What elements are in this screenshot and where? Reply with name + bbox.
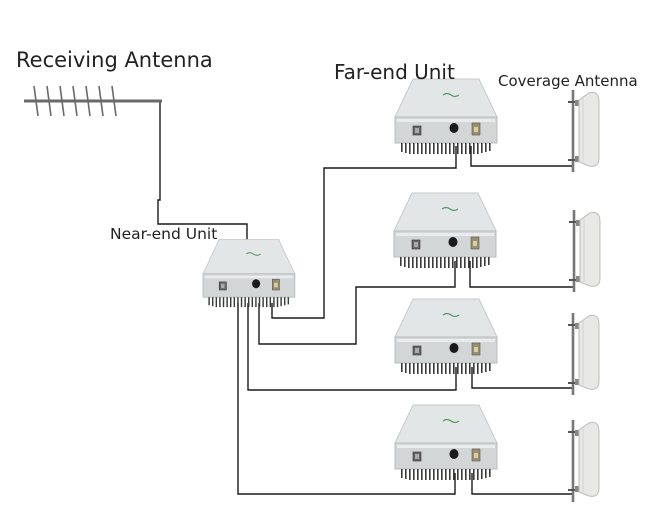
coverage-antenna-4-icon: [567, 419, 600, 503]
cable-near-end-to-far-end-2: [258, 261, 456, 345]
cable-near-end-to-far-end-3: [247, 303, 457, 391]
coverage-antenna-2-icon: [568, 209, 601, 293]
near-end-unit-label: Near-end Unit: [110, 225, 218, 243]
far-end-unit-label: Far-end Unit: [334, 60, 455, 84]
coverage-antenna-label: Coverage Antenna: [498, 72, 638, 90]
cable-far-end-4-to-coverage: [471, 473, 573, 495]
receiving-antenna-icon: [24, 85, 162, 117]
far-end-unit-1-icon: [394, 78, 498, 155]
cable-far-end-3-to-coverage: [471, 367, 573, 389]
cable-rx-to-near-end: [157, 101, 248, 243]
receiving-antenna-label: Receiving Antenna: [16, 48, 213, 72]
near-end-unit-icon: [202, 239, 296, 308]
far-end-unit-4-icon: [394, 404, 498, 481]
cable-far-end-1-to-coverage: [470, 146, 572, 167]
far-end-unit-3-icon: [394, 298, 498, 375]
far-end-unit-2-icon: [393, 192, 497, 269]
coverage-antenna-1-icon: [567, 89, 600, 173]
cable-near-end-to-far-end-1: [271, 146, 457, 319]
coverage-antenna-3-icon: [567, 312, 600, 396]
cable-far-end-2-to-coverage: [469, 261, 574, 288]
cable-near-end-to-far-end-4: [237, 303, 456, 495]
